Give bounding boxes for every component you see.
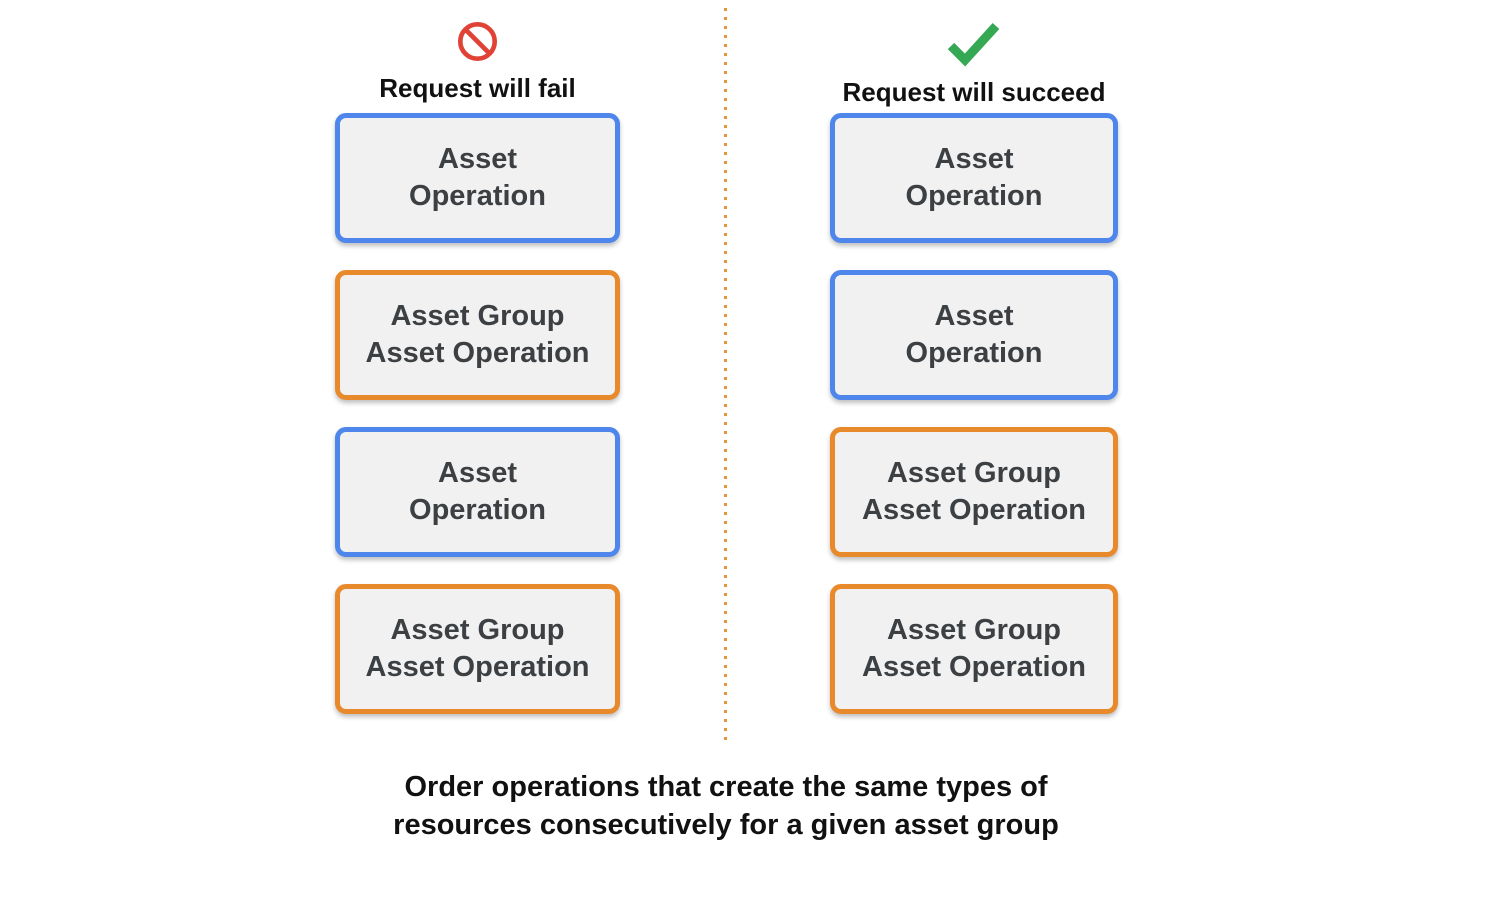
flow-box: Asset Operation xyxy=(830,270,1118,400)
succeed-column-header: Request will succeed xyxy=(842,0,1106,113)
succeed-box-list: Asset Operation Asset Operation Asset Gr… xyxy=(830,113,1118,714)
fail-column-header: Request will fail xyxy=(379,0,576,113)
flow-box: Asset Operation xyxy=(335,427,620,557)
flow-box: Asset Group Asset Operation xyxy=(830,427,1118,557)
checkmark-icon xyxy=(945,20,1002,72)
flow-box: Asset Operation xyxy=(830,113,1118,243)
diagram-caption: Order operations that create the same ty… xyxy=(393,771,1059,841)
prohibition-icon xyxy=(456,20,499,68)
succeed-heading: Request will succeed xyxy=(842,77,1106,107)
flow-box: Asset Group Asset Operation xyxy=(335,270,620,400)
flow-box: Asset Group Asset Operation xyxy=(335,584,620,714)
flow-box: Asset Group Asset Operation xyxy=(830,584,1118,714)
succeed-column: Request will succeed Asset Operation Ass… xyxy=(830,0,1118,714)
fail-heading: Request will fail xyxy=(379,73,576,103)
fail-column: Request will fail Asset Operation Asset … xyxy=(335,0,620,714)
flow-box: Asset Operation xyxy=(335,113,620,243)
dotted-divider xyxy=(724,8,727,742)
fail-box-list: Asset Operation Asset Group Asset Operat… xyxy=(335,113,620,714)
